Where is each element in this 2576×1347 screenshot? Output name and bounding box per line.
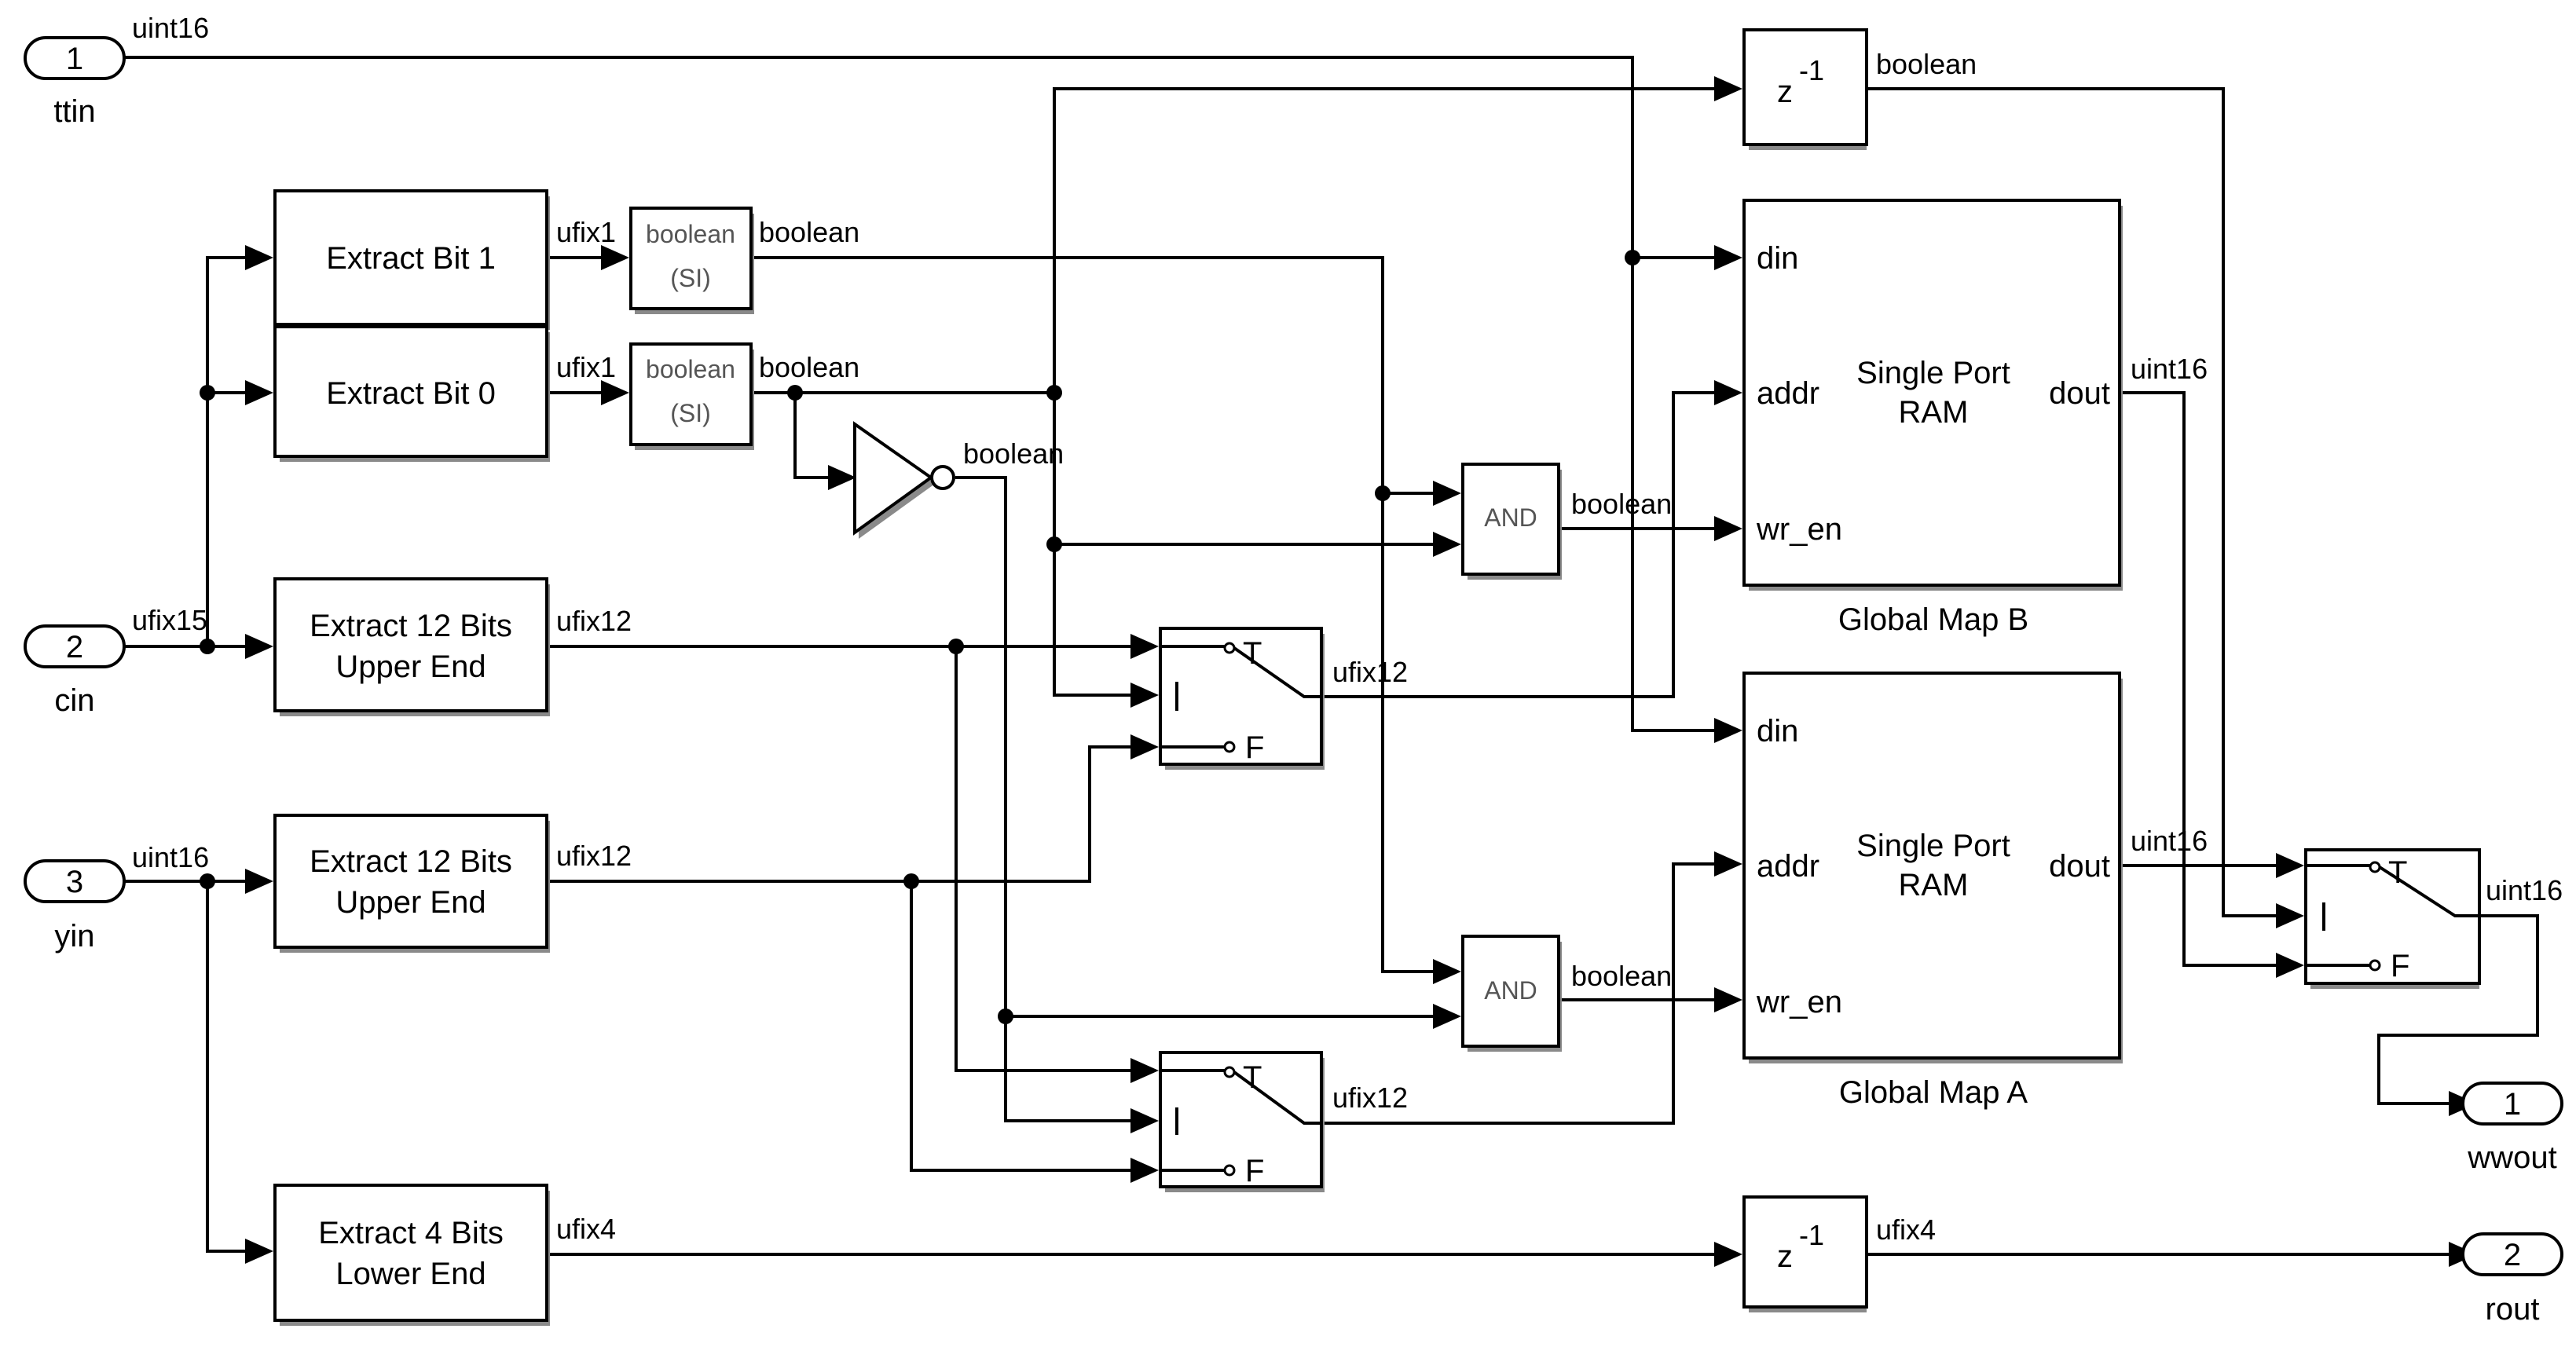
signal-labels: uint16 ufix15 uint16 ufix1 ufix1 boolean… (132, 12, 2563, 1246)
svg-text:rout: rout (2486, 1292, 2540, 1327)
svg-text:Lower End: Lower End (335, 1257, 486, 1291)
svg-text:-1: -1 (1799, 54, 1824, 86)
signal-ext12b-type: ufix12 (556, 840, 632, 872)
inport-yin[interactable]: 3 yin (24, 859, 126, 954)
svg-text:F: F (2391, 949, 2409, 983)
signal-cin-type: ufix15 (132, 604, 207, 636)
extract-4bits-block[interactable]: Extract 4 Bits Lower End (273, 1184, 550, 1326)
svg-text:F: F (1245, 730, 1264, 765)
svg-text:addr: addr (1757, 376, 1819, 411)
extract-bit1-block[interactable]: Extract Bit 1 (273, 189, 550, 330)
unit-delay-bottom[interactable]: z -1 (1742, 1195, 1868, 1312)
junctions (200, 250, 1640, 1024)
svg-text:cin: cin (54, 683, 94, 718)
svg-text:AND: AND (1484, 503, 1537, 532)
svg-text:(SI): (SI) (670, 264, 711, 292)
ram-a-name: Global Map A (1839, 1075, 2028, 1110)
signal-conv2-type: boolean (759, 351, 859, 383)
svg-text:z: z (1777, 75, 1793, 109)
svg-text:addr: addr (1757, 849, 1819, 884)
unit-delay-top[interactable]: z -1 (1742, 28, 1868, 150)
inport-cin[interactable]: 2 cin (24, 624, 126, 718)
data-type-convert-2[interactable]: boolean (SI) (629, 342, 754, 450)
signal-delay1-type: boolean (1876, 48, 1977, 80)
svg-text:2: 2 (2504, 1238, 2521, 1272)
svg-text:F: F (1245, 1154, 1264, 1188)
and-block-1[interactable]: AND (1461, 463, 1562, 580)
outport-wwout[interactable]: 1 wwout (2461, 1082, 2563, 1175)
svg-text:Upper End: Upper End (335, 885, 486, 920)
svg-text:boolean: boolean (646, 355, 735, 383)
svg-text:z: z (1777, 1239, 1793, 1274)
extract-bit0-block[interactable]: Extract Bit 0 (273, 325, 550, 462)
signal-and1-type: boolean (1571, 488, 1672, 520)
logical-not-block[interactable] (853, 421, 955, 539)
svg-text:Single Port: Single Port (1856, 829, 2010, 863)
svg-text:2: 2 (66, 630, 83, 664)
and-block-2[interactable]: AND (1461, 935, 1562, 1052)
ram-global-map-a[interactable]: Single Port RAM din addr wr_en dout Glob… (1742, 672, 2123, 1110)
outport-rout[interactable]: 2 rout (2461, 1232, 2563, 1327)
svg-text:1: 1 (2504, 1087, 2521, 1122)
svg-text:T: T (1243, 636, 1262, 671)
svg-text:ttin: ttin (53, 94, 95, 129)
signal-and2-type: boolean (1571, 960, 1672, 992)
signal-bit1-type: ufix1 (556, 216, 616, 248)
svg-text:T: T (1243, 1060, 1262, 1095)
signal-not-type: boolean (963, 437, 1064, 470)
svg-text:(SI): (SI) (670, 399, 711, 427)
svg-text:Extract 12 Bits: Extract 12 Bits (310, 844, 512, 879)
svg-text:T: T (2388, 855, 2407, 890)
extract-12bits-yin-block[interactable]: Extract 12 Bits Upper End (273, 814, 550, 953)
signal-ttin-type: uint16 (132, 12, 209, 44)
svg-text:RAM: RAM (1899, 395, 1969, 430)
svg-text:din: din (1757, 714, 1798, 749)
ram-global-map-b[interactable]: Single Port RAM din addr wr_en dout Glob… (1742, 199, 2123, 637)
signal-ext12a-type: ufix12 (556, 605, 632, 637)
svg-text:din: din (1757, 241, 1798, 276)
svg-text:Single Port: Single Port (1856, 356, 2010, 390)
svg-text:wwout: wwout (2467, 1140, 2556, 1175)
data-type-convert-1[interactable]: boolean (SI) (629, 207, 754, 314)
signal-sw2-type: ufix12 (1332, 1082, 1408, 1114)
signal-sw1-type: ufix12 (1332, 656, 1408, 688)
ram-b-name: Global Map B (1838, 602, 2028, 637)
signal-ext4-type: ufix4 (556, 1213, 616, 1245)
extract-12bits-cin-block[interactable]: Extract 12 Bits Upper End (273, 577, 550, 716)
inport-ttin[interactable]: 1 ttin (24, 36, 126, 129)
svg-text:AND: AND (1484, 976, 1537, 1005)
svg-text:1: 1 (66, 42, 83, 76)
signal-ramb-type: uint16 (2131, 353, 2208, 385)
svg-text:dout: dout (2049, 849, 2110, 884)
svg-text:Extract 4 Bits: Extract 4 Bits (318, 1216, 504, 1250)
signal-conv1-type: boolean (759, 216, 859, 248)
wires (124, 56, 2539, 1256)
svg-text:wr_en: wr_en (1756, 985, 1842, 1019)
svg-text:RAM: RAM (1899, 868, 1969, 902)
switch-block-2[interactable]: T F (1159, 1051, 1325, 1192)
svg-text:Extract Bit 0: Extract Bit 0 (326, 376, 496, 411)
svg-text:Extract Bit 1: Extract Bit 1 (326, 241, 496, 276)
svg-text:wr_en: wr_en (1756, 512, 1842, 547)
signal-sw3-type: uint16 (2486, 874, 2563, 906)
signal-bit0-type: ufix1 (556, 351, 616, 383)
switch-block-1[interactable]: T F (1159, 627, 1325, 770)
signal-rama-type: uint16 (2131, 825, 2208, 857)
svg-text:Upper End: Upper End (335, 650, 486, 684)
svg-text:yin: yin (54, 919, 94, 954)
signal-yin-type: uint16 (132, 841, 209, 873)
signal-delay2-type: ufix4 (1876, 1213, 1936, 1246)
svg-text:Extract 12 Bits: Extract 12 Bits (310, 609, 512, 643)
svg-text:-1: -1 (1799, 1219, 1824, 1251)
svg-text:boolean: boolean (646, 220, 735, 248)
svg-text:dout: dout (2049, 376, 2110, 411)
switch-block-3[interactable]: T F (2304, 848, 2481, 989)
svg-text:3: 3 (66, 865, 83, 899)
